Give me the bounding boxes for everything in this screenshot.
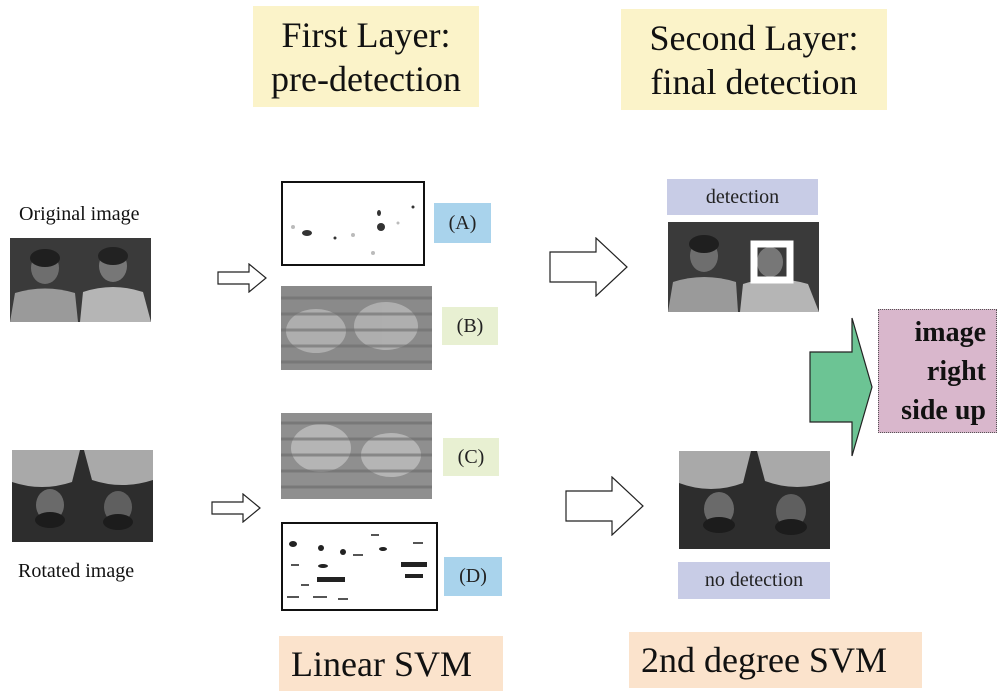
original-image-label: Original image <box>19 203 140 225</box>
arrow-right-icon <box>211 493 261 523</box>
result-box: image right side up <box>878 309 997 433</box>
second-degree-svm-label: 2nd degree SVM <box>641 640 887 680</box>
rotated-image-label: Rotated image <box>18 560 135 582</box>
first-layer-title: First Layer: <box>281 14 451 55</box>
result-line-3: side up <box>901 394 986 426</box>
detection-image <box>668 222 819 312</box>
response-map-a <box>281 181 425 266</box>
first-layer-header: First Layer: pre-detection <box>253 6 479 107</box>
response-map-d <box>281 522 438 611</box>
no-detection-image <box>679 451 830 549</box>
arrow-right-icon <box>549 237 628 297</box>
result-line-1: image <box>914 316 986 348</box>
rotated-image <box>12 450 153 542</box>
original-image <box>10 238 151 322</box>
first-layer-subtitle: pre-detection <box>271 58 461 99</box>
tag-b: (B) <box>442 307 498 345</box>
linear-svm-footer: Linear SVM <box>279 636 503 691</box>
result-line-2: right <box>926 355 986 387</box>
second-degree-svm-footer: 2nd degree SVM <box>629 632 922 688</box>
response-map-b <box>281 286 432 370</box>
no-detection-label: no detection <box>678 562 830 599</box>
second-layer-header: Second Layer: final detection <box>621 9 887 110</box>
tag-c: (C) <box>443 438 499 476</box>
linear-svm-label: Linear SVM <box>291 643 472 684</box>
detection-label: detection <box>667 179 818 215</box>
green-arrow-icon <box>809 317 873 457</box>
second-layer-subtitle: final detection <box>650 61 858 102</box>
response-map-c <box>281 413 432 499</box>
arrow-right-icon <box>565 476 644 536</box>
tag-a: (A) <box>434 203 491 243</box>
arrow-right-icon <box>217 263 267 293</box>
second-layer-title: Second Layer: <box>649 17 859 58</box>
tag-d: (D) <box>444 557 502 596</box>
